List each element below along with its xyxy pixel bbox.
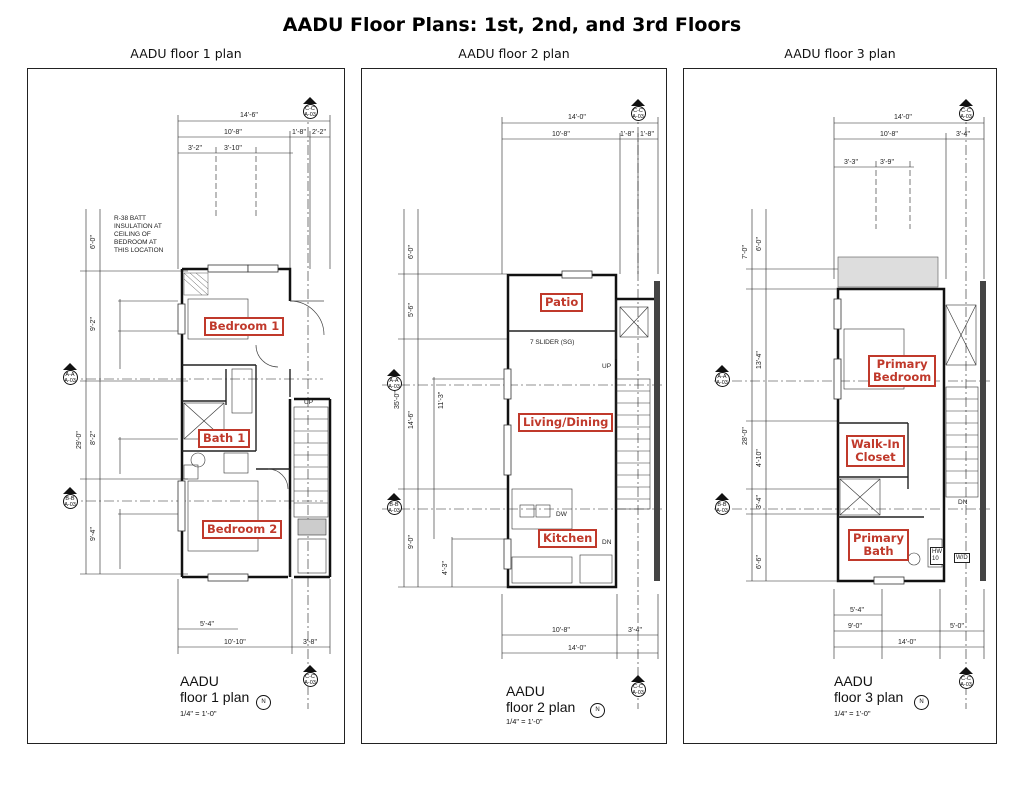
floor-3-drawing — [714, 109, 990, 709]
dim-top-a: 10'-8" — [880, 131, 898, 138]
north-arrow-icon: N — [256, 695, 271, 710]
dim-bottom-total: 14'-0" — [898, 639, 916, 646]
dim-left-f: 6'-6" — [756, 555, 763, 569]
room-label-bedroom-1: Bedroom 1 — [204, 317, 285, 336]
washer-dryer-label: W/D — [954, 553, 970, 563]
dim-left-c: 13'-4" — [756, 351, 763, 369]
stair-up-label: UP — [304, 399, 314, 406]
dishwasher-label: DW — [556, 511, 567, 518]
room-label-primary-bath: Primary Bath — [848, 529, 909, 561]
dim-left-total: 28'-0" — [742, 427, 749, 445]
dim-left-f: 4'-3" — [442, 561, 449, 575]
room-label-bath-1: Bath 1 — [198, 429, 251, 448]
dim-bottom-a: 5'-4" — [200, 621, 214, 628]
dim-top-total: 14'-0" — [568, 114, 586, 121]
dim-top-b: 1'-8" — [292, 129, 306, 136]
stair-down-label: DN — [958, 499, 968, 506]
dim-bottom-c: 3'-8" — [303, 639, 317, 646]
room-label-primary-bedroom: Primary Bedroom — [868, 355, 937, 387]
dim-top-e: 3'-10" — [224, 145, 242, 152]
page-title: AADU Floor Plans: 1st, 2nd, and 3rd Floo… — [282, 14, 742, 36]
room-label-patio: Patio — [540, 293, 584, 312]
water-heater-label: HW 10 — [930, 547, 944, 565]
plan-name-floor-2: AADU floor 2 plan — [506, 683, 576, 715]
dim-left-b: 9'-2" — [90, 317, 97, 331]
dim-left-b: 6'-0" — [756, 237, 763, 251]
dim-left-a: 6'-0" — [90, 235, 97, 249]
dim-left-d: 11'-3" — [438, 391, 445, 409]
dim-left-total: 29'-0" — [76, 431, 83, 449]
dim-left-c: 8'-2" — [90, 431, 97, 445]
room-label-living-dining: Living/Dining — [518, 413, 614, 432]
dim-top-a: 10'-8" — [552, 131, 570, 138]
dim-top-total: 14'-6" — [240, 112, 258, 119]
dim-left-a: 6'-0" — [408, 245, 415, 259]
dim-left-b: 5'-6" — [408, 303, 415, 317]
floor-1-drawing — [68, 109, 332, 709]
dim-top-c: 1'-8" — [640, 131, 654, 138]
panel-title-floor-1: AADU floor 1 plan — [130, 46, 242, 61]
insulation-note: R-38 BATT INSULATION AT CEILING OF BEDRO… — [114, 215, 164, 254]
dim-bottom-b: 10'-10" — [224, 639, 246, 646]
plan-scale-floor-3: 1/4" = 1'-0" — [834, 709, 871, 718]
plan-name-floor-3: AADU floor 3 plan — [834, 673, 904, 705]
slider-label: 7 SLIDER (SG) — [530, 339, 575, 346]
stair-up-label: UP — [602, 363, 612, 370]
north-arrow-icon: N — [590, 703, 605, 718]
dim-left-d: 4'-10" — [756, 449, 763, 467]
dim-left-d: 9'-4" — [90, 527, 97, 541]
floor-2-plan: 14'-0" 10'-8" 1'-8" 1'-8" 6'-0" 5'-6" 35… — [361, 68, 667, 744]
plan-name-floor-1: AADU floor 1 plan — [180, 673, 250, 705]
dim-bottom-total: 14'-0" — [568, 645, 586, 652]
dim-bottom-b: 3'-4" — [628, 627, 642, 634]
dim-bottom-c: 5'-0" — [950, 623, 964, 630]
room-label-walk-in-closet: Walk-In Closet — [846, 435, 905, 467]
dim-top-b: 3'-4" — [956, 131, 970, 138]
panel-title-floor-3: AADU floor 3 plan — [784, 46, 896, 61]
dim-top-total: 14'-0" — [894, 114, 912, 121]
dim-left-c: 14'-6" — [408, 411, 415, 429]
dim-top-c: 2'-2" — [312, 129, 326, 136]
dim-top-d: 3'-2" — [188, 145, 202, 152]
dim-top-d: 3'-9" — [880, 159, 894, 166]
panel-title-floor-2: AADU floor 2 plan — [458, 46, 570, 61]
floor-2-drawing — [382, 109, 662, 709]
plan-scale-floor-1: 1/4" = 1'-0" — [180, 709, 217, 718]
plan-scale-floor-2: 1/4" = 1'-0" — [506, 717, 543, 726]
dim-left-e: 9'-0" — [408, 535, 415, 549]
north-arrow-icon: N — [914, 695, 929, 710]
dim-left-total: 35'-0" — [394, 391, 401, 409]
dim-bottom-a: 10'-8" — [552, 627, 570, 634]
room-label-kitchen: Kitchen — [538, 529, 598, 548]
dim-top-a: 10'-8" — [224, 129, 242, 136]
dim-left-e: 3'-4" — [756, 495, 763, 509]
room-label-bedroom-2: Bedroom 2 — [202, 520, 283, 539]
floor-1-plan: R-38 BATT INSULATION AT CEILING OF BEDRO… — [27, 68, 345, 744]
dim-left-a: 7'-0" — [742, 245, 749, 259]
dim-bottom-a: 5'-4" — [850, 607, 864, 614]
floor-3-plan: 14'-0" 10'-8" 3'-4" 3'-3" 3'-9" 7'-0" 6'… — [683, 68, 997, 744]
dim-bottom-b: 9'-0" — [848, 623, 862, 630]
stair-down-label: DN — [602, 539, 612, 546]
dim-top-b: 1'-8" — [620, 131, 634, 138]
dim-top-c: 3'-3" — [844, 159, 858, 166]
